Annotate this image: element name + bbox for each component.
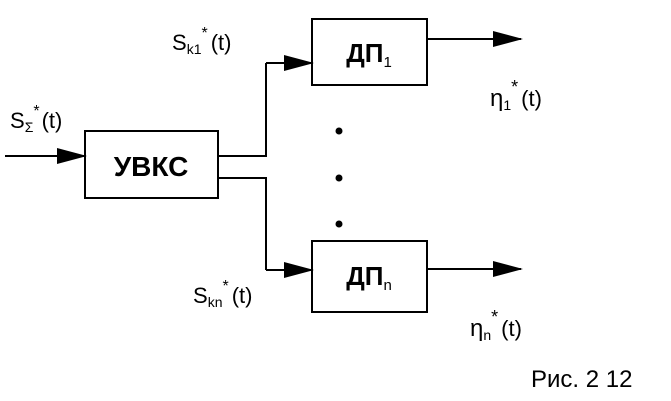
ellipsis-dot (335, 174, 343, 182)
dp1-block (311, 18, 428, 86)
signal-eta1-label: η1*(t) (490, 77, 542, 113)
uvks-label: УВКС (114, 151, 189, 182)
uvks-block (84, 130, 219, 199)
signal-skn-label: Skn*(t) (193, 278, 252, 310)
branch-to-dp1 (218, 63, 267, 157)
signal-etan-label: ηn*(t) (470, 307, 522, 343)
signal-input-label: SΣ*(t) (10, 103, 62, 135)
ellipsis-dot (335, 127, 343, 135)
figure-caption: Рис. 2 12 (531, 366, 632, 393)
branch-to-dpn (218, 177, 267, 270)
signal-sk1-label: Sk1*(t) (172, 25, 231, 57)
dpn-label: ДПn (346, 261, 392, 294)
ellipsis-dot (335, 220, 343, 228)
dp1-label: ДП1 (346, 38, 392, 71)
dpn-block (311, 240, 428, 313)
